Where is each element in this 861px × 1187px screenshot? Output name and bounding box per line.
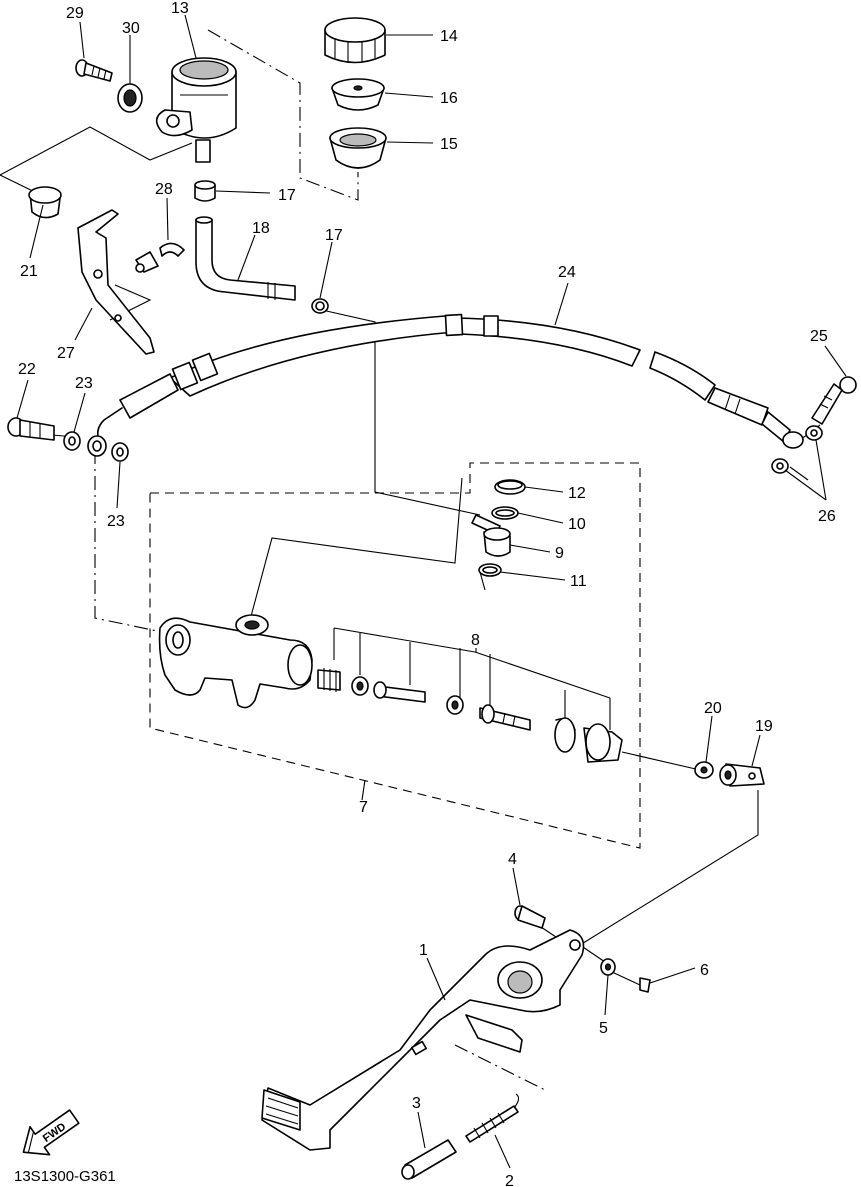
label-26: 26 xyxy=(818,508,836,525)
fwd-arrow-icon: FWD xyxy=(22,1109,80,1156)
piston-kit xyxy=(317,668,623,763)
label-16: 16 xyxy=(440,90,458,107)
label-29: 29 xyxy=(66,5,84,22)
label-30: 30 xyxy=(122,20,140,37)
hose-clamp-lower xyxy=(311,298,329,314)
washer-23a xyxy=(63,431,81,451)
master-cylinder-group-box xyxy=(149,462,641,849)
master-cylinder xyxy=(158,614,313,709)
label-19: 19 xyxy=(755,718,773,735)
drawing-code: 13S1300-G361 xyxy=(14,1168,116,1185)
collar-21 xyxy=(28,186,62,219)
label-7: 7 xyxy=(359,799,368,816)
grommet-30 xyxy=(117,83,143,113)
washer-26a xyxy=(805,425,823,441)
label-8: 8 xyxy=(471,632,480,649)
label-27: 27 xyxy=(57,345,75,362)
label-4: 4 xyxy=(508,851,517,868)
nut-20 xyxy=(694,761,714,779)
label-23-upper: 23 xyxy=(75,375,93,392)
assembly-lines xyxy=(0,29,821,1091)
label-24: 24 xyxy=(558,264,576,281)
label-13: 13 xyxy=(171,0,189,17)
cap-12 xyxy=(494,479,526,495)
o-ring-11 xyxy=(478,563,502,577)
hose-fitting-9 xyxy=(471,514,511,557)
hose-clamp-upper xyxy=(194,180,216,202)
label-10: 10 xyxy=(568,516,586,533)
pin-4 xyxy=(514,905,546,929)
callout-numbers: 13 30 29 14 16 15 17 18 17 28 21 27 22 2… xyxy=(18,0,836,1187)
spring-2 xyxy=(465,1093,520,1143)
reservoir-bracket xyxy=(77,209,155,355)
label-23-lower: 23 xyxy=(107,513,125,530)
reservoir-hose xyxy=(195,216,296,301)
label-9: 9 xyxy=(555,545,564,562)
clip-28 xyxy=(135,242,185,273)
label-18: 18 xyxy=(252,220,270,237)
brake-hose xyxy=(87,313,804,457)
label-17-upper: 17 xyxy=(278,187,296,204)
label-28: 28 xyxy=(155,181,173,198)
label-25: 25 xyxy=(810,328,828,345)
brake-pedal xyxy=(261,929,585,1151)
sleeve-3 xyxy=(401,1139,457,1180)
label-3: 3 xyxy=(412,1095,421,1112)
label-21: 21 xyxy=(20,263,38,280)
clevis-19 xyxy=(719,763,765,787)
cotter-pin-6 xyxy=(639,977,651,993)
banjo-bolt-25 xyxy=(811,376,857,425)
cap-plate xyxy=(331,78,385,111)
label-17-lower: 17 xyxy=(325,227,343,244)
label-6: 6 xyxy=(700,962,709,979)
washer-26b xyxy=(771,458,789,474)
reservoir-cap xyxy=(324,17,386,64)
label-11: 11 xyxy=(570,573,587,590)
washer-5 xyxy=(600,958,616,976)
label-20: 20 xyxy=(704,700,722,717)
label-12: 12 xyxy=(568,485,586,502)
label-5: 5 xyxy=(599,1020,608,1037)
washer-23b xyxy=(111,442,129,462)
bolt-29 xyxy=(75,59,113,82)
label-1: 1 xyxy=(419,942,428,959)
label-2: 2 xyxy=(505,1173,514,1187)
callout-lines xyxy=(16,14,847,1169)
o-ring-10 xyxy=(491,506,519,520)
label-14: 14 xyxy=(440,28,458,45)
diaphragm xyxy=(329,127,387,169)
banjo-bolt-22 xyxy=(7,417,55,441)
label-15: 15 xyxy=(440,136,458,153)
label-22: 22 xyxy=(18,361,36,378)
reservoir xyxy=(155,57,237,163)
